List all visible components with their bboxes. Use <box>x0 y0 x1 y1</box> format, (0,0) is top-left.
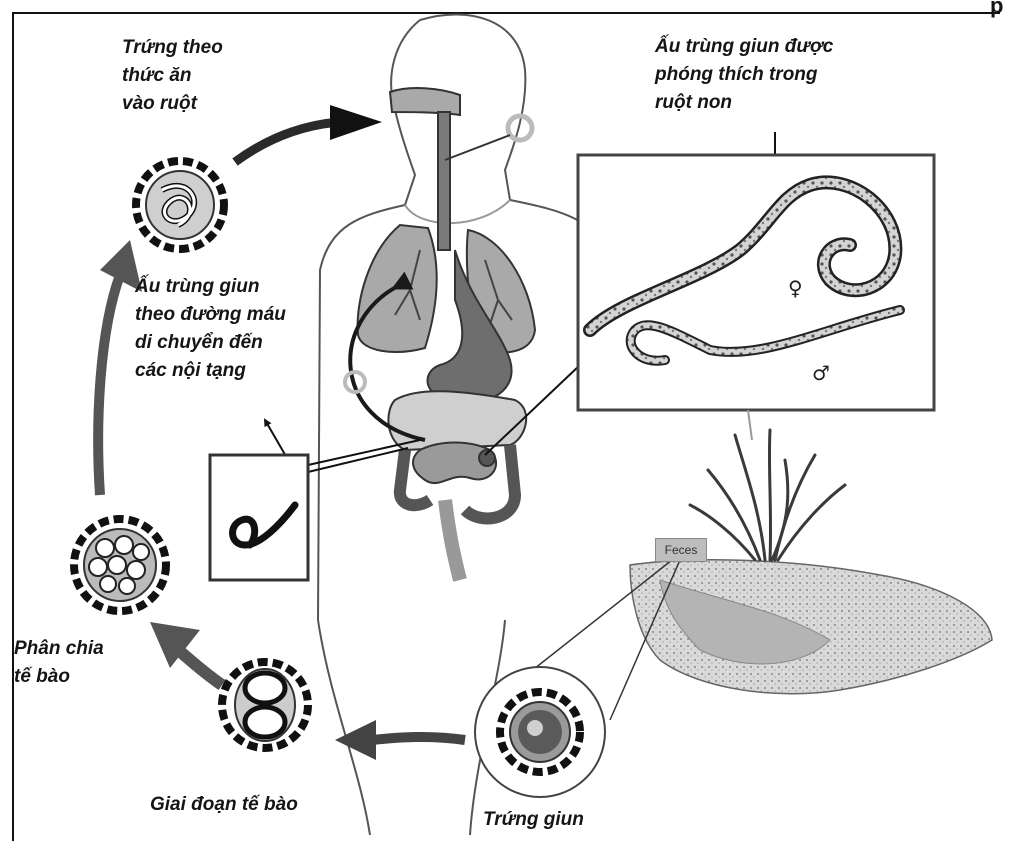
label-cell-stage: Giai đoạn tế bào <box>150 791 298 819</box>
label-eggs-ingested: Trứng theo thức ăn vào ruột <box>122 34 223 118</box>
label-larvae-released: Ấu trùng giun được phóng thích trong ruộ… <box>655 33 833 117</box>
inset-leader-line-1 <box>308 448 408 472</box>
label-worm-egg: Trứng giun <box>483 806 584 834</box>
egg-morula <box>74 519 166 611</box>
egg-two-cell <box>222 662 308 748</box>
corner-mark: p <box>990 0 1003 20</box>
blood-label-pointer-arrow <box>265 420 287 458</box>
label-larvae-blood: Ấu trùng giun theo đường máu di chuyển đ… <box>135 273 286 385</box>
feces-label: Feces <box>655 538 707 562</box>
larva-inset <box>210 455 308 580</box>
male-symbol: ♂ <box>812 361 830 385</box>
label-cell-division: Phân chia tế bào <box>14 635 104 691</box>
worm-egg-closeup <box>475 667 605 797</box>
female-symbol: ♀ <box>788 276 803 300</box>
adult-worms-inset: ♀ ♂ <box>578 155 934 410</box>
egg-with-larva <box>136 161 224 249</box>
